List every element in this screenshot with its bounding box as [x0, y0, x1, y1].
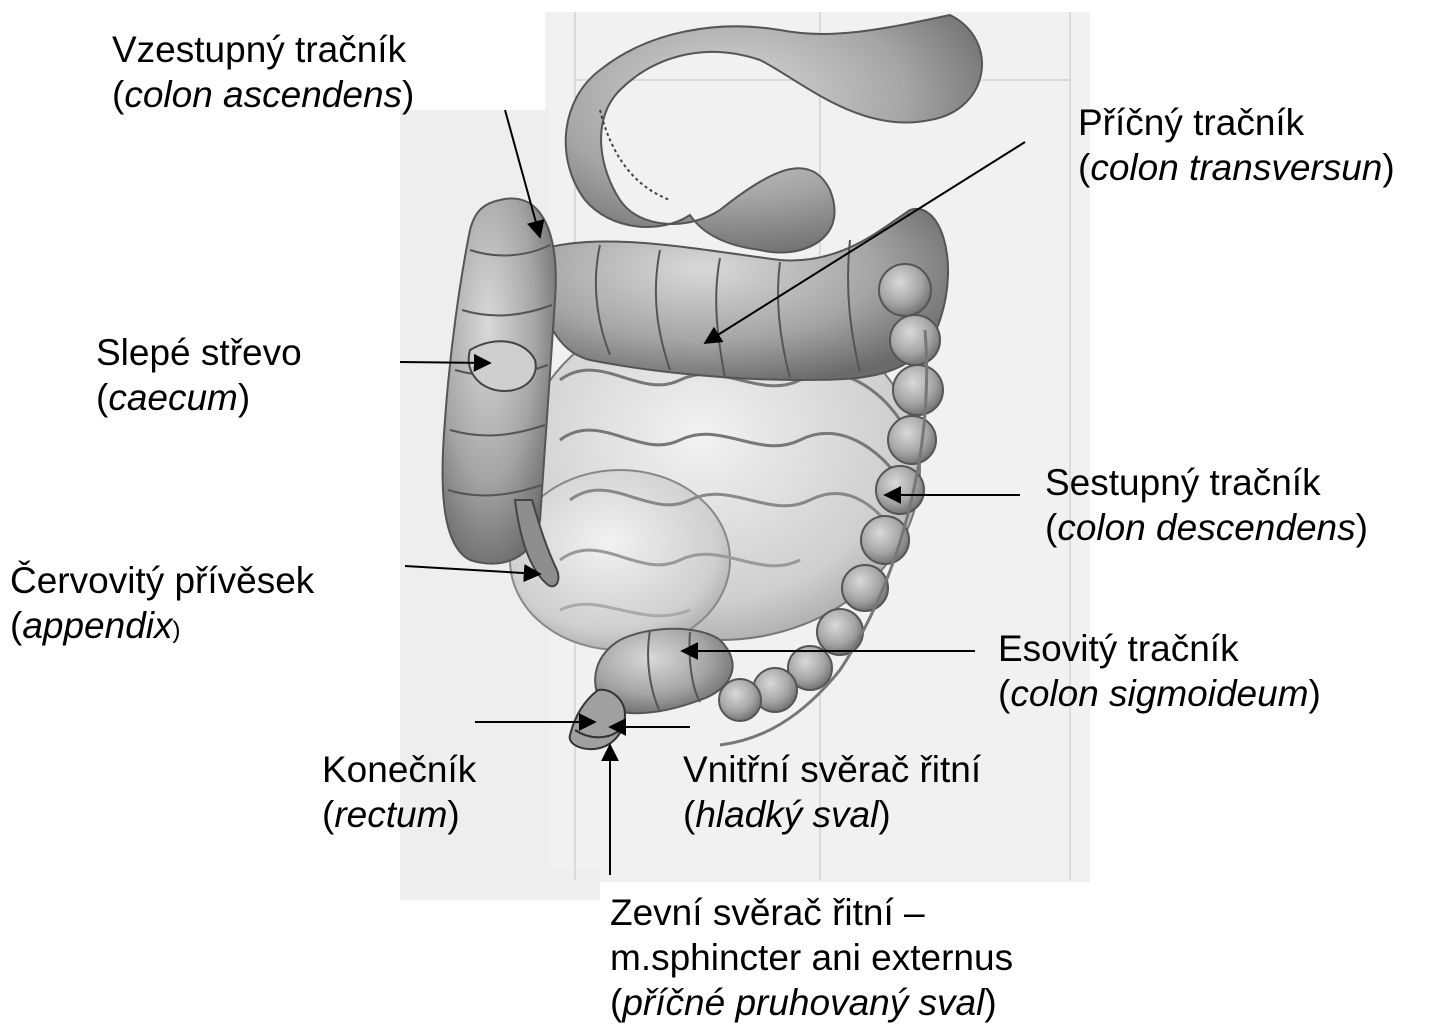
external-sphincter-latin: příčné pruhovaný sval: [622, 982, 984, 1023]
cecum-name: Slepé střevo: [96, 330, 302, 375]
label-internal-sphincter: Vnitřní svěrač řitní (hladký sval): [683, 747, 981, 837]
internal-sphincter-latin: hladký sval: [695, 794, 878, 835]
appendix-name: Červovitý přívěsek: [10, 558, 314, 603]
label-sigmoid-colon: Esovitý tračník (colon sigmoideum): [998, 626, 1321, 716]
transverse-name: Příčný tračník: [1078, 100, 1395, 145]
sigmoid-latin: colon sigmoideum: [1010, 673, 1308, 714]
label-descending-colon: Sestupný tračník (colon descendens): [1045, 460, 1368, 550]
appendix-latin: appendix: [22, 605, 172, 646]
ascending-latin: colon ascendens: [124, 74, 402, 115]
label-ascending-colon: Vzestupný tračník (colon ascendens): [112, 27, 414, 117]
pointer-cecum: [400, 362, 490, 363]
descending-name: Sestupný tračník: [1045, 460, 1368, 505]
ascending-name: Vzestupný tračník: [112, 27, 414, 72]
rectum-latin: rectum: [334, 794, 447, 835]
descending-latin: colon descendens: [1057, 507, 1355, 548]
internal-sphincter-name: Vnitřní svěrač řitní: [683, 747, 981, 792]
external-sphincter-name: Zevní svěrač řitní –: [610, 890, 1013, 935]
label-transverse-colon: Příčný tračník (colon transversun): [1078, 100, 1395, 190]
transverse-latin: colon transversun: [1090, 147, 1382, 188]
label-cecum: Slepé střevo (caecum): [96, 330, 302, 420]
sigmoid-name: Esovitý tračník: [998, 626, 1321, 671]
rectum-name: Konečník: [322, 747, 476, 792]
label-appendix: Červovitý přívěsek (appendix): [10, 558, 314, 653]
external-sphincter-line2: m.sphincter ani externus: [610, 935, 1013, 980]
label-rectum: Konečník (rectum): [322, 747, 476, 837]
label-external-sphincter: Zevní svěrač řitní – m.sphincter ani ext…: [610, 890, 1013, 1025]
cecum-latin: caecum: [108, 377, 238, 418]
